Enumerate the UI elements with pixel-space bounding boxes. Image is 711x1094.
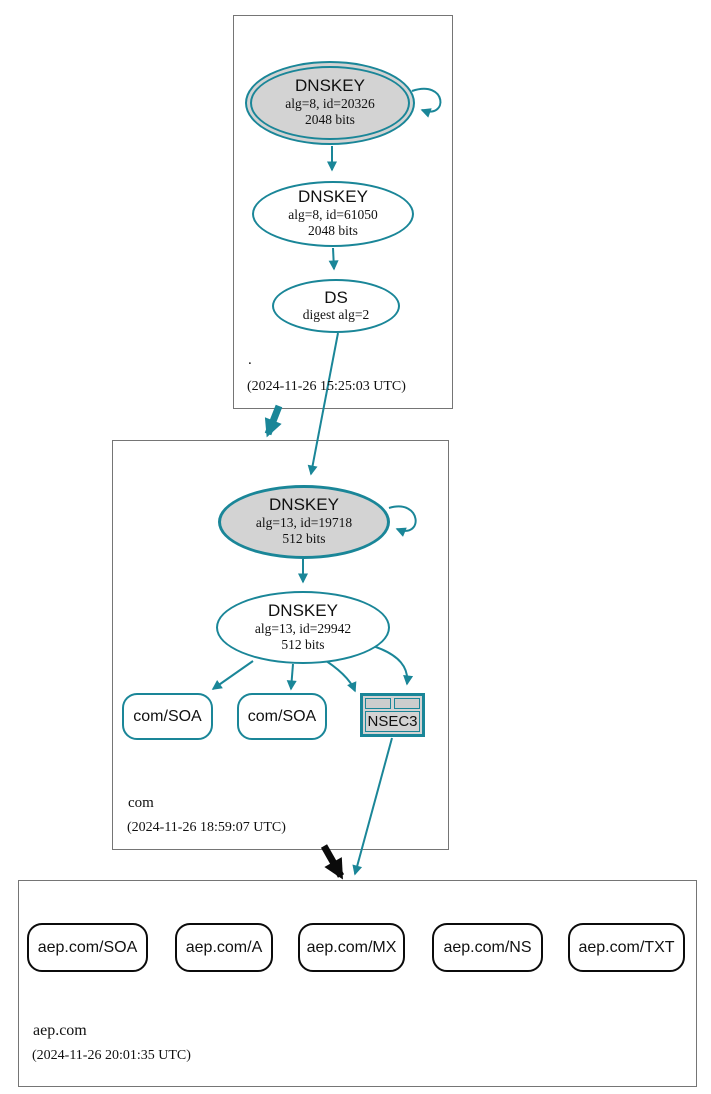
aep-a-rrset[interactable]: aep.com/A	[175, 923, 273, 972]
com-zsk-detail: alg=13, id=29942	[254, 620, 352, 636]
root-zone-label: .	[248, 352, 252, 368]
com-ksk-detail: alg=13, id=19718	[255, 515, 353, 531]
aep-mx-rrset[interactable]: aep.com/MX	[298, 923, 405, 972]
aep-ns-rrset-label: aep.com/NS	[443, 938, 532, 956]
com-soa-rrset-1-label: com/SOA	[133, 707, 202, 725]
zone-box-aep-com	[18, 880, 697, 1087]
root-ds-type: DS	[324, 287, 348, 307]
com-zsk-node[interactable]: DNSKEY alg=13, id=29942 512 bits	[216, 591, 390, 664]
com-zone-timestamp: (2024-11-26 18:59:07 UTC)	[127, 820, 286, 835]
root-ksk-detail: alg=8, id=20326	[285, 96, 375, 112]
aep-mx-rrset-label: aep.com/MX	[306, 938, 397, 956]
aep-a-rrset-label: aep.com/A	[185, 938, 263, 956]
com-soa-rrset-2-label: com/SOA	[247, 707, 317, 725]
nsec3-proof-cells	[365, 698, 420, 709]
aep-soa-rrset[interactable]: aep.com/SOA	[27, 923, 148, 972]
root-zsk-type: DNSKEY	[298, 187, 368, 207]
root-ds-detail: digest alg=2	[302, 307, 370, 323]
com-ksk-bits: 512 bits	[282, 531, 326, 547]
nsec3-label: NSEC3	[365, 711, 420, 732]
nsec3-cell-1	[365, 698, 391, 709]
aep-txt-rrset-label: aep.com/TXT	[578, 938, 675, 956]
aep-txt-rrset[interactable]: aep.com/TXT	[568, 923, 685, 972]
edge-root-delegation-to-com	[264, 404, 283, 438]
com-zsk-bits: 512 bits	[281, 636, 325, 652]
root-zsk-bits: 2048 bits	[308, 223, 358, 239]
aep-zone-timestamp: (2024-11-26 20:01:35 UTC)	[32, 1048, 191, 1063]
root-ksk-bits: 2048 bits	[305, 112, 355, 128]
com-soa-rrset-2[interactable]: com/SOA	[237, 693, 327, 740]
com-nsec3-node[interactable]: NSEC3	[360, 693, 425, 737]
com-ksk-type: DNSKEY	[269, 495, 339, 515]
com-zsk-type: DNSKEY	[268, 600, 338, 620]
root-zone-timestamp: (2024-11-26 15:25:03 UTC)	[247, 379, 406, 394]
com-soa-rrset-1[interactable]: com/SOA	[122, 693, 213, 740]
edge-com-delegation-to-aep	[320, 844, 345, 880]
root-ds-node[interactable]: DS digest alg=2	[272, 279, 400, 333]
com-zone-label: com	[128, 795, 154, 811]
nsec3-cell-2	[394, 698, 420, 709]
root-zsk-node[interactable]: DNSKEY alg=8, id=61050 2048 bits	[252, 181, 414, 247]
aep-zone-label: aep.com	[33, 1022, 87, 1039]
aep-soa-rrset-label: aep.com/SOA	[37, 938, 138, 956]
root-ksk-type: DNSKEY	[295, 76, 365, 96]
root-ksk-node[interactable]: DNSKEY alg=8, id=20326 2048 bits	[245, 61, 415, 145]
aep-ns-rrset[interactable]: aep.com/NS	[432, 923, 543, 972]
com-ksk-node[interactable]: DNSKEY alg=13, id=19718 512 bits	[218, 485, 390, 559]
root-zsk-detail: alg=8, id=61050	[288, 207, 378, 223]
